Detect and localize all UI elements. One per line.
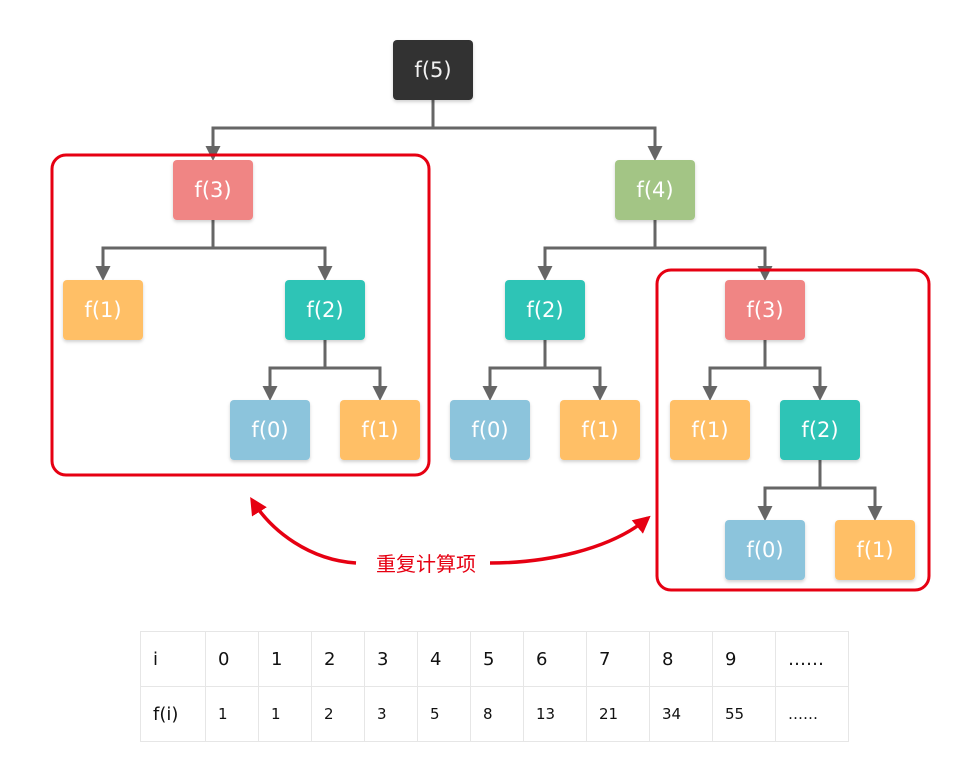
- tree-edges: [95, 100, 883, 521]
- node-l21: f(1): [340, 400, 420, 460]
- node-r20: f(0): [450, 400, 530, 460]
- edge-l-l1: [95, 220, 215, 281]
- edge-root-l: [205, 100, 435, 161]
- node-r31-label: f(1): [691, 418, 728, 442]
- node-l-box: [173, 160, 253, 220]
- edge-r2-r21: [543, 340, 608, 401]
- node-l1-label: f(1): [84, 298, 121, 322]
- node-r320-box: [725, 520, 805, 580]
- edge-r-r3: [653, 220, 773, 281]
- node-r321: f(1): [835, 520, 915, 580]
- duplicate-subtree-box-right: [655, 268, 931, 592]
- table-value-cell: 1: [258, 686, 312, 742]
- table-value-cell: 34: [649, 686, 713, 742]
- node-root: f(5): [393, 40, 473, 100]
- edge-root-r: [431, 100, 663, 161]
- table-value-cell: 1: [205, 686, 259, 742]
- callout-arrow-right: [489, 515, 651, 565]
- node-root-box: [393, 40, 473, 100]
- table-header-cell: 8: [649, 631, 713, 687]
- node-l21-box: [340, 400, 420, 460]
- node-r31: f(1): [670, 400, 750, 460]
- node-r2: f(2): [505, 280, 585, 340]
- edge-l2-l20: [262, 340, 327, 401]
- node-r32-box: [780, 400, 860, 460]
- node-l-label: f(3): [194, 178, 231, 202]
- edge-r3-r31: [702, 340, 767, 401]
- node-r32: f(2): [780, 400, 860, 460]
- edge-l2-l21: [323, 340, 388, 401]
- table-value-cell: 5: [417, 686, 471, 742]
- table-value-cell: 55: [712, 686, 776, 742]
- node-r2-label: f(2): [526, 298, 563, 322]
- node-r320: f(0): [725, 520, 805, 580]
- table-header-cell: 4: [417, 631, 471, 687]
- table-header-cell: 2: [311, 631, 365, 687]
- table-value-cell: 3: [364, 686, 418, 742]
- table-value-cell: 13: [523, 686, 587, 742]
- table-value-cell: f(i): [140, 686, 206, 742]
- node-r31-box: [670, 400, 750, 460]
- table-value-cell: 21: [586, 686, 650, 742]
- node-l1-box: [63, 280, 143, 340]
- table-value-cell: 8: [470, 686, 524, 742]
- table-header-cell: 6: [523, 631, 587, 687]
- node-r20-label: f(0): [471, 418, 508, 442]
- node-r-label: f(4): [636, 178, 673, 202]
- table-value-cell: ……: [775, 686, 849, 742]
- table-header-cell: 9: [712, 631, 776, 687]
- edge-r3-r32: [763, 340, 828, 401]
- callout-arrow-left: [250, 497, 357, 565]
- node-root-label: f(5): [414, 58, 451, 82]
- edge-r-r2: [537, 220, 657, 281]
- node-r3-label: f(3): [746, 298, 783, 322]
- node-l20: f(0): [230, 400, 310, 460]
- edge-r32-r321: [818, 460, 883, 521]
- node-l1: f(1): [63, 280, 143, 340]
- node-l2: f(2): [285, 280, 365, 340]
- node-r: f(4): [615, 160, 695, 220]
- node-l2-label: f(2): [306, 298, 343, 322]
- node-r3-box: [725, 280, 805, 340]
- duplicate-computation-label: 重复计算项: [376, 552, 476, 576]
- node-r321-box: [835, 520, 915, 580]
- table-header-cell: 5: [470, 631, 524, 687]
- tree-nodes: f(5) f(3) f(4) f(1) f(2) f(0) f(1) f(2) f(0) f(1)…: [63, 40, 915, 580]
- node-r-box: [615, 160, 695, 220]
- node-r21: f(1): [560, 400, 640, 460]
- node-r2-box: [505, 280, 585, 340]
- node-r21-label: f(1): [581, 418, 618, 442]
- node-r3: f(3): [725, 280, 805, 340]
- table-header-cell: i: [140, 631, 206, 687]
- table-value-cell: 2: [311, 686, 365, 742]
- table-header-cell: ……: [775, 631, 849, 687]
- edge-l-l2: [211, 220, 333, 281]
- node-r321-label: f(1): [856, 538, 893, 562]
- edge-r2-r20: [482, 340, 547, 401]
- node-r21-box: [560, 400, 640, 460]
- node-l21-label: f(1): [361, 418, 398, 442]
- node-l2-box: [285, 280, 365, 340]
- edge-r32-r320: [757, 460, 822, 521]
- node-l20-label: f(0): [251, 418, 288, 442]
- table-header-cell: 1: [258, 631, 312, 687]
- node-r20-box: [450, 400, 530, 460]
- node-r32-label: f(2): [801, 418, 838, 442]
- node-l: f(3): [173, 160, 253, 220]
- table-header-cell: 3: [364, 631, 418, 687]
- table-header-cell: 0: [205, 631, 259, 687]
- node-l20-box: [230, 400, 310, 460]
- duplicate-subtree-box-left: [50, 153, 431, 477]
- node-r320-label: f(0): [746, 538, 783, 562]
- table-header-cell: 7: [586, 631, 650, 687]
